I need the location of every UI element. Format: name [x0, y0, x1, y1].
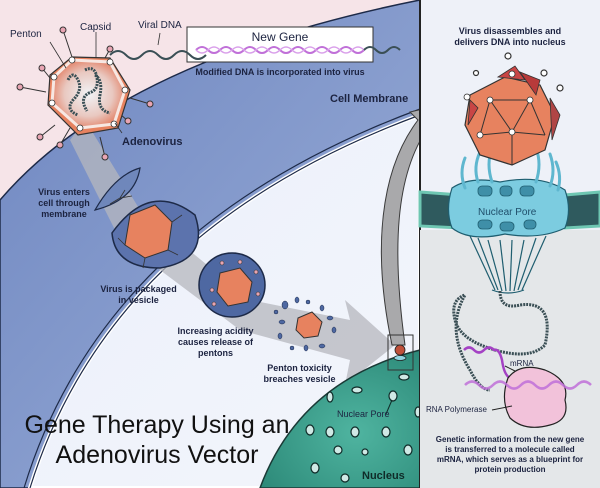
nuclear-pores-small [305, 373, 422, 483]
new-gene-box [186, 26, 374, 63]
mrna-strand [463, 346, 511, 380]
label-nucleus: Nucleus [362, 470, 405, 482]
label-virus-packaged: Virus is packaged in vesicle [100, 284, 177, 305]
label-adenovirus: Adenovirus [122, 136, 183, 148]
label-mrna: mRNA [510, 359, 534, 368]
label-modified-dna: Modified DNA is incorporated into virus [195, 67, 365, 77]
acidic-vesicle [198, 252, 266, 318]
zoom-box [387, 334, 414, 371]
page-title: Gene Therapy Using an Adenovirus Vector [24, 411, 290, 469]
adenovirus-illustration [16, 26, 154, 161]
label-penton: Penton [10, 29, 42, 40]
label-nuclear-pore-large: Nuclear Pore [478, 207, 537, 218]
nuclear-pore-large [447, 146, 570, 294]
label-virus-enters: Virus enters cell through membrane [38, 187, 90, 219]
label-cell-membrane: Cell Membrane [330, 93, 409, 105]
nucleus [259, 349, 421, 488]
label-new-gene: New Gene [251, 30, 309, 44]
label-genetic-info: Genetic information from the new gene is… [435, 435, 585, 474]
label-virus-disassembles: Virus disassembles and delivers DNA into… [454, 26, 566, 47]
label-increasing-acidity: Increasing acidity causes release of pen… [177, 326, 254, 358]
label-rna-polymerase: RNA Polymerase [426, 405, 487, 414]
vesicle-virus [111, 200, 200, 269]
label-capsid: Capsid [80, 22, 112, 33]
entering-vesicle [93, 167, 141, 211]
label-viral-dna: Viral DNA [138, 20, 182, 31]
breaching-virus [273, 296, 337, 352]
disassembling-virus [463, 52, 564, 166]
viral-dna-helix [109, 50, 207, 60]
label-penton-toxicity: Penton toxicity breaches vesicle [263, 363, 336, 384]
nuclear-dna [452, 290, 549, 392]
label-nuclear-pore-small: Nuclear Pore [337, 409, 390, 419]
rna-polymerase [503, 366, 567, 428]
